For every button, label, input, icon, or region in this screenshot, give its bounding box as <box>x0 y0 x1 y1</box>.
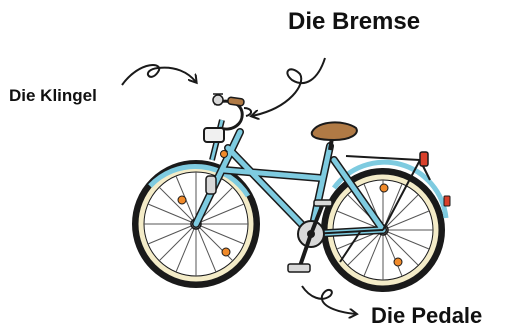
bell-icon <box>213 94 223 105</box>
curly-arrow-to-bell <box>122 65 196 85</box>
pedal <box>288 264 310 272</box>
handlebar-grip <box>228 97 245 106</box>
curly-arrow-to-brake <box>252 58 325 116</box>
saddle <box>312 122 357 140</box>
dynamo <box>206 176 216 194</box>
mudguard-reflector <box>444 196 450 206</box>
rear-spoke-reflector-top <box>380 184 388 192</box>
brake-lever <box>244 108 251 116</box>
rear-spoke-reflector-bottom <box>394 258 402 266</box>
headlight <box>204 128 224 142</box>
pedal-top <box>314 200 332 206</box>
rear-light <box>420 152 428 166</box>
front-fork-reflector <box>221 151 228 158</box>
front-spoke-reflector-right <box>222 248 230 256</box>
curly-arrow-to-pedal <box>302 286 356 314</box>
front-spoke-reflector-left <box>178 196 186 204</box>
